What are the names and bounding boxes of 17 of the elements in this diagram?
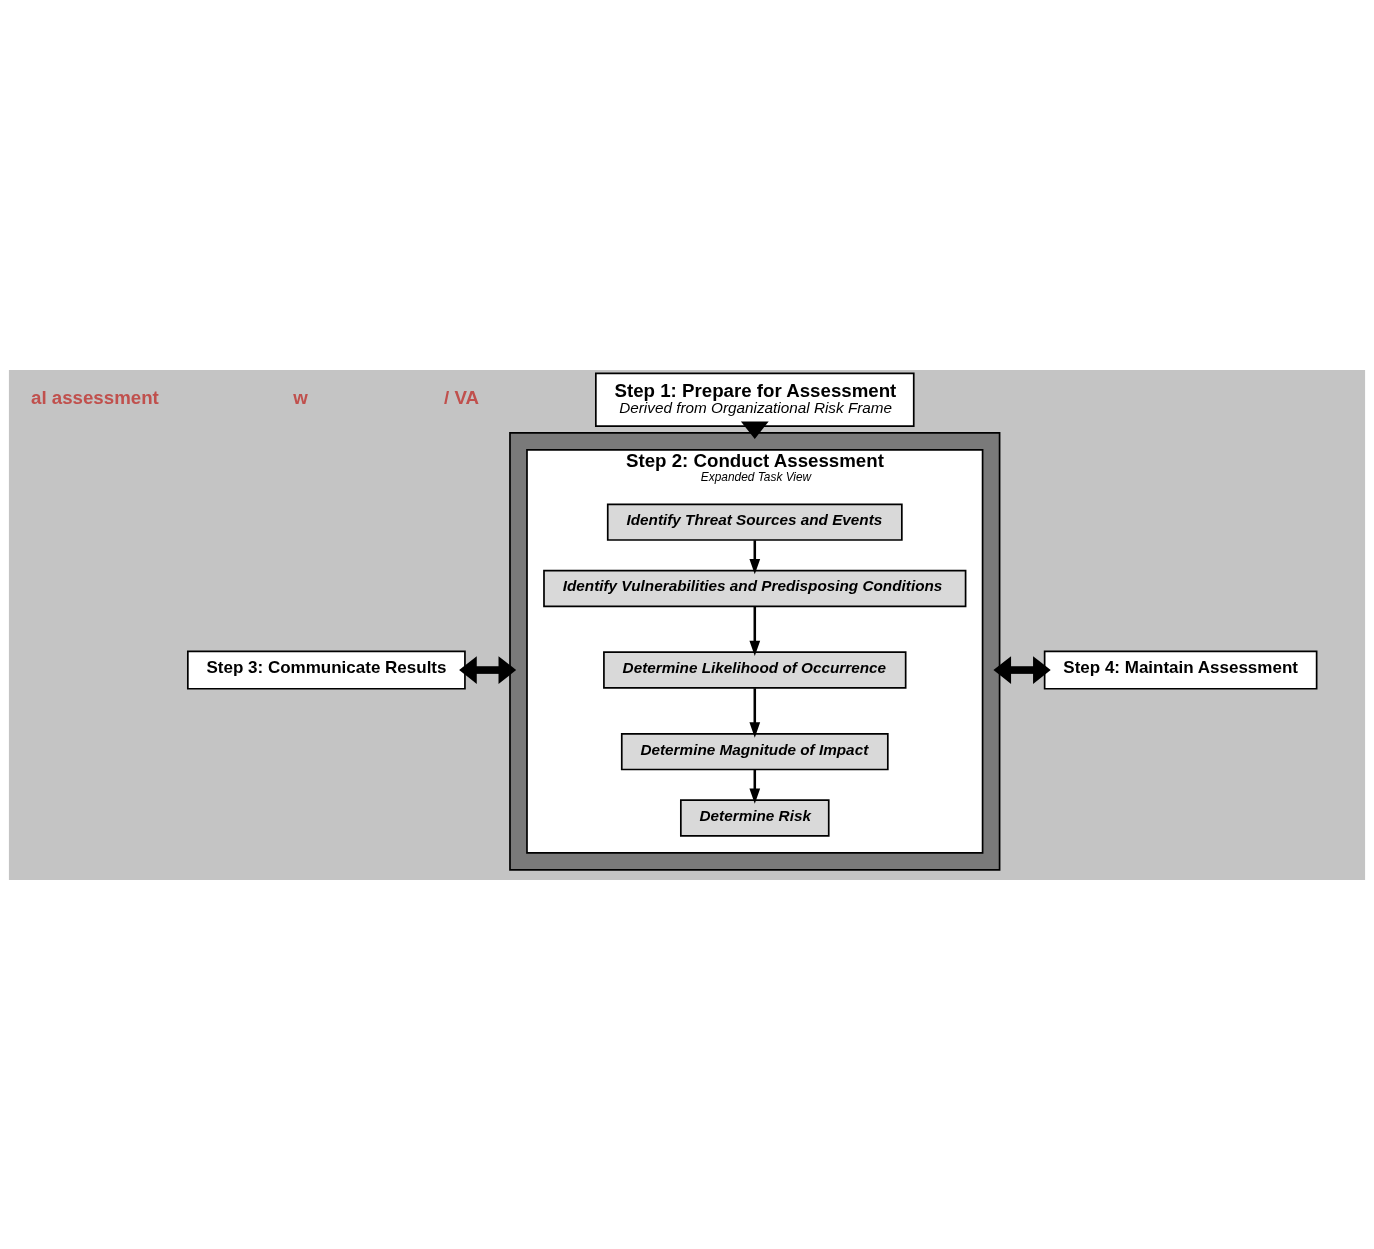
arrow [459, 655, 517, 684]
label: / VA [444, 386, 480, 408]
node-box: Step 3: Communicate Results [187, 650, 466, 690]
node-box: Identify Vulnerabilities and Predisposing Conditions [543, 569, 967, 607]
node-box: Determine Likelihood of Occurrence [603, 650, 907, 689]
arrow [749, 606, 761, 656]
label: w [293, 386, 308, 408]
node-box: Determine Magnitude of Impact [620, 732, 889, 770]
label: al assessment [31, 386, 159, 408]
arrow [749, 687, 761, 738]
node-box: Step 4: Maintain Assessment [1043, 650, 1318, 690]
node-box: Identify Threat Sources and Events [606, 502, 903, 541]
arrow [749, 769, 761, 804]
arrow [749, 539, 761, 574]
arrow [993, 655, 1051, 684]
node-box: Determine Risk [680, 798, 830, 837]
arrow [740, 420, 769, 439]
